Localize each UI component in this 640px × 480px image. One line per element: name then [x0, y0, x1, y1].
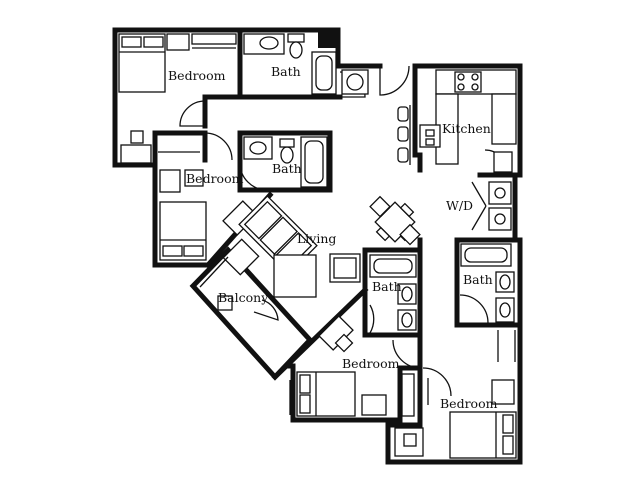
exterior-walls	[112, 27, 523, 465]
label-balcony: Balcony	[218, 290, 269, 305]
label-bedroom-2: Bedroom	[186, 171, 244, 186]
label-bedroom-3: Bedroom	[342, 356, 400, 371]
balcony-details	[199, 256, 307, 371]
bedroom-2-furniture	[158, 151, 258, 261]
bedroom-3-furniture	[289, 315, 415, 417]
bath-2-fixtures	[243, 136, 328, 188]
label-living: Living	[297, 231, 336, 246]
label-bath-3: Bath	[372, 279, 402, 294]
bedroom-4-furniture	[394, 330, 517, 459]
bath-4-fixtures	[460, 243, 515, 323]
label-bedroom-1: Bedroom	[168, 68, 226, 83]
washer-dryer	[471, 151, 513, 231]
label-bedroom-4: Bedroom	[440, 396, 498, 411]
living-furniture	[222, 195, 421, 298]
bath-1-fixtures	[243, 32, 369, 95]
bedroom-1-furniture	[118, 33, 237, 164]
room-labels: Bedroom Bath Bedroom Bath Kitchen W/D Li…	[168, 64, 498, 411]
label-kitchen: Kitchen	[442, 121, 491, 136]
kitchen-fixtures	[397, 69, 517, 165]
label-bath-2: Bath	[272, 161, 302, 176]
bath-3-fixtures	[369, 254, 417, 331]
label-bath-1: Bath	[271, 64, 301, 79]
label-bath-4: Bath	[463, 272, 493, 287]
label-w-d: W/D	[446, 198, 473, 213]
